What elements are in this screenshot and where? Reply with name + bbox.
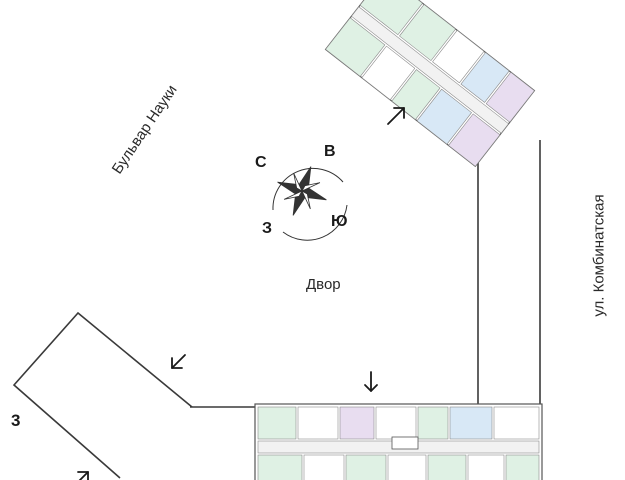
site-outline xyxy=(12,140,541,479)
building-3-number: 3 xyxy=(11,411,21,430)
entrance-arrow-icon xyxy=(387,107,405,125)
entrance-arrow-icon xyxy=(77,471,89,480)
yard-label: Двор xyxy=(306,276,341,293)
compass-rose-icon xyxy=(272,166,348,241)
compass-west-label: З xyxy=(262,220,273,237)
entrance-arrow-icon xyxy=(364,371,378,392)
compass-east-label: В xyxy=(324,143,336,160)
building-bottom xyxy=(254,403,543,480)
street-label: ул. Комбинатская xyxy=(590,194,608,317)
compass-south-label: Ю xyxy=(331,213,348,230)
entrance-arrow-icon xyxy=(171,354,186,369)
building-top xyxy=(324,0,536,168)
compass-north-label: С xyxy=(255,154,267,171)
building-3-outline xyxy=(12,311,193,479)
